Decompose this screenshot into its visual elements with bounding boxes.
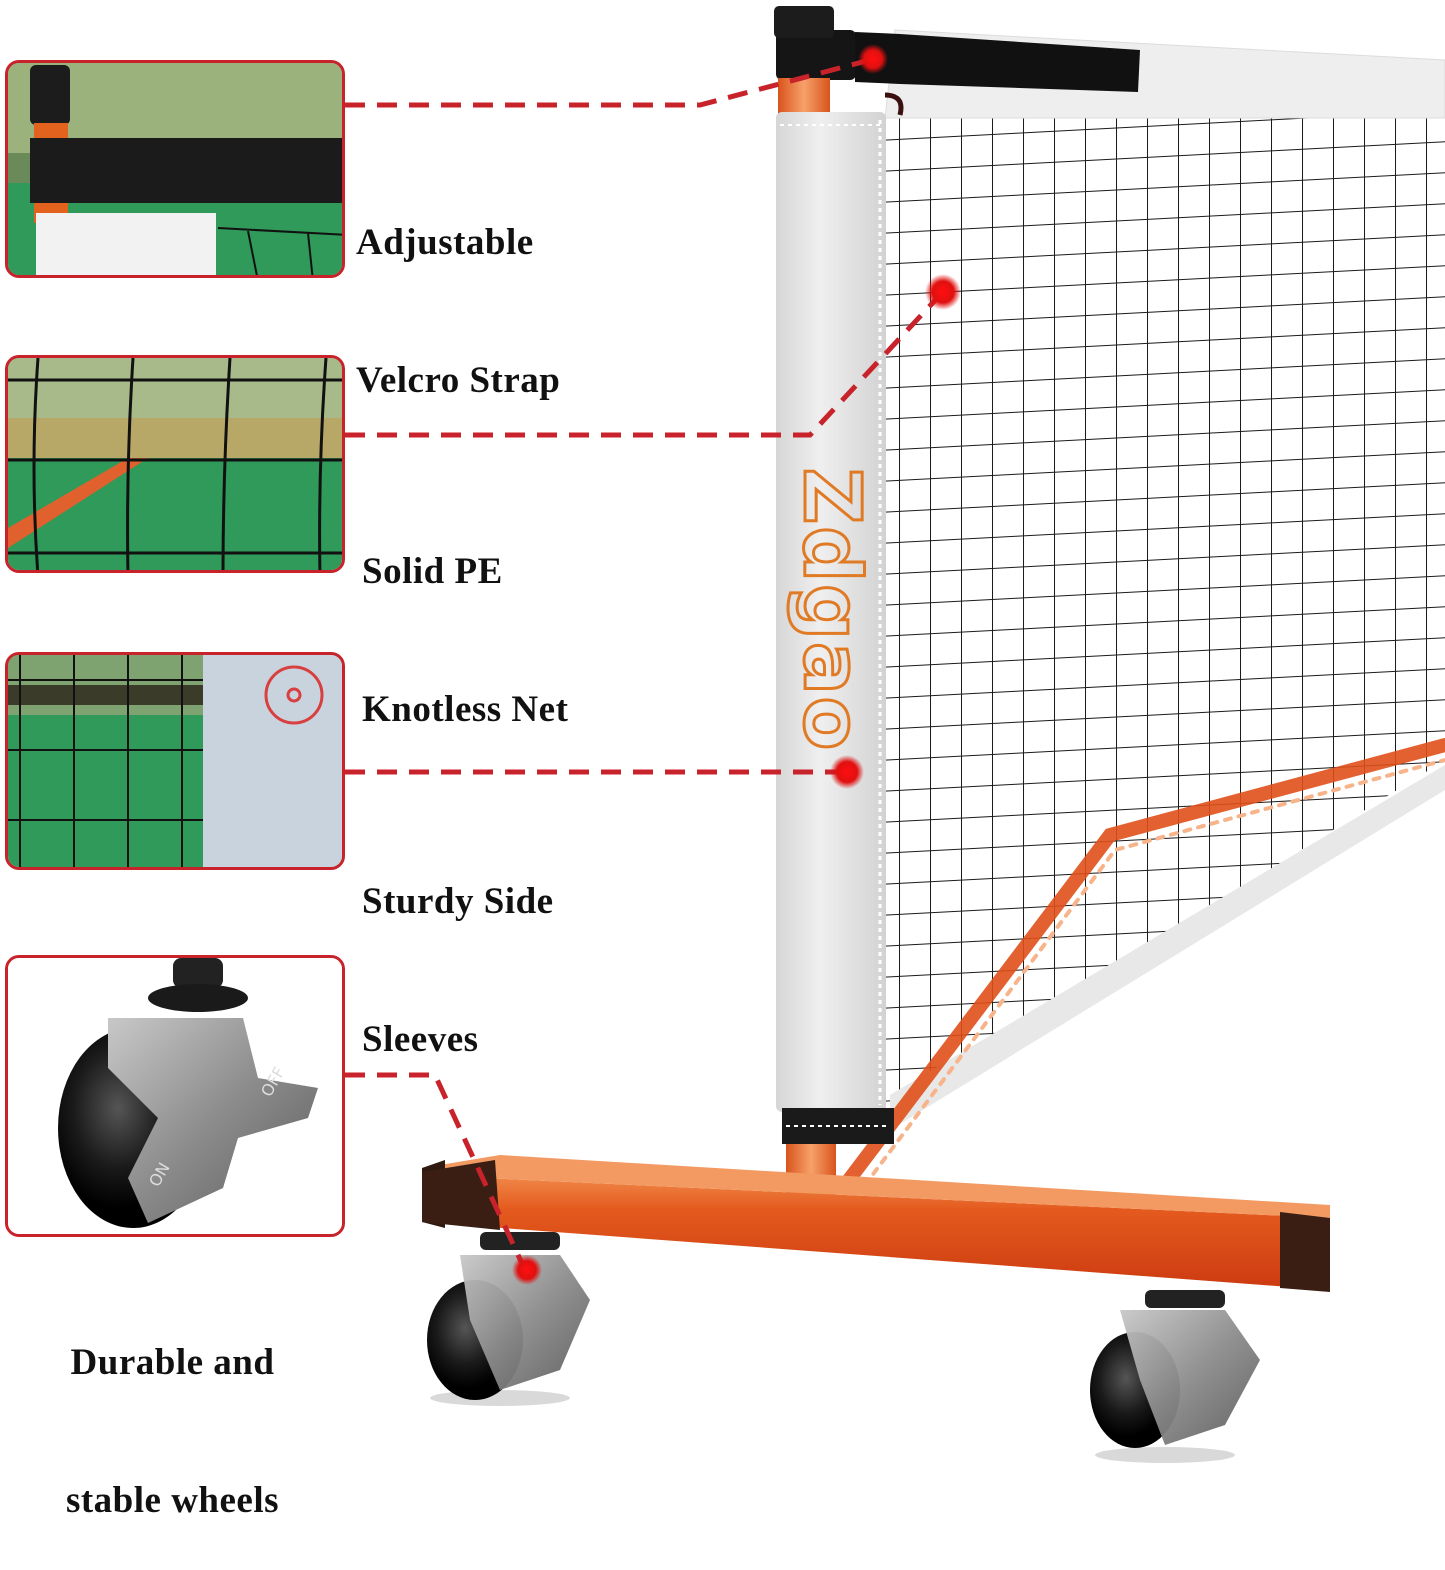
velcro-strap-photo-frame bbox=[5, 60, 345, 278]
side-sleeve-photo bbox=[8, 655, 342, 867]
caster-wheel-photo: OFF ON bbox=[8, 958, 342, 1234]
velcro-strap-label: Adjustable Velcro Strap bbox=[356, 222, 561, 401]
pickleball-net-illustration bbox=[345, 6, 1445, 1463]
base-wheel-right bbox=[1090, 1290, 1260, 1463]
net-panel bbox=[884, 29, 1445, 1130]
callout-leaders bbox=[345, 57, 942, 1272]
support-frame bbox=[838, 738, 1445, 1192]
knotless-net-photo-frame bbox=[5, 355, 345, 573]
side-sleeve-photo-frame bbox=[5, 652, 345, 870]
callout-dots bbox=[512, 44, 961, 1285]
base-wheel-left bbox=[427, 1232, 590, 1406]
velcro-strap-photo bbox=[8, 63, 342, 275]
knotless-net-label: Solid PE Knotless Net bbox=[362, 551, 569, 730]
brand-logo: Zdgao bbox=[785, 466, 878, 753]
side-sleeve-label: Sturdy Side Sleeves bbox=[362, 881, 554, 1060]
knotless-net-photo bbox=[8, 358, 342, 570]
side-sleeve bbox=[776, 112, 886, 1112]
caster-wheel-photo-frame: OFF ON bbox=[5, 955, 345, 1237]
caster-wheel-label: Durable and stable wheels bbox=[65, 1342, 280, 1521]
